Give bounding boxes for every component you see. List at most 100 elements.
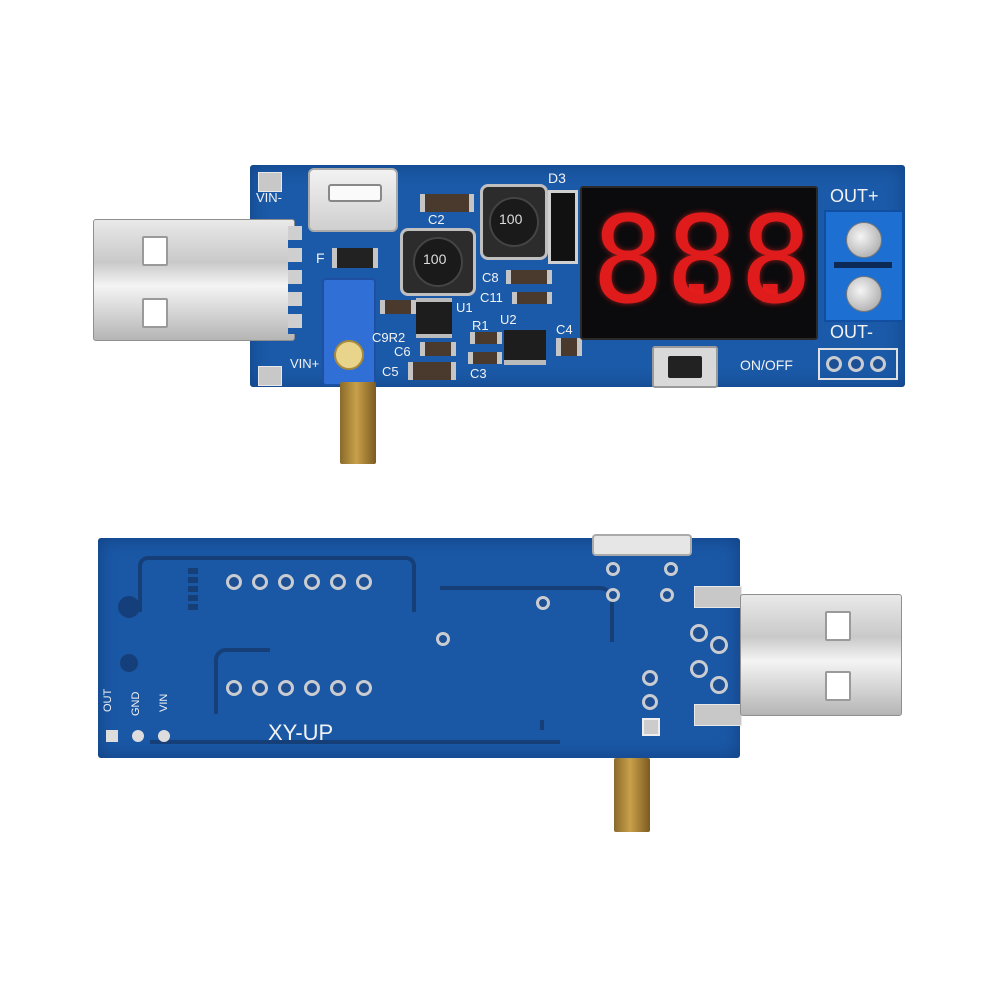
vin-minus-label: VIN-	[256, 190, 282, 205]
d3-label: D3	[548, 170, 566, 186]
header-pin	[870, 356, 886, 372]
pcb-trace	[138, 556, 416, 612]
output-terminal	[824, 210, 904, 322]
pcb-trace	[376, 720, 544, 730]
pin-via	[226, 680, 242, 696]
display-digit: 8.	[666, 192, 806, 331]
micro-usb-slot	[328, 184, 382, 202]
capacitor-c2	[420, 194, 474, 212]
pin-via	[664, 562, 678, 576]
resistor-r1	[470, 332, 502, 344]
regulator-u2	[504, 330, 546, 365]
pin-via	[304, 680, 320, 696]
mount-pad	[258, 172, 282, 192]
solder-blob	[120, 654, 138, 672]
pcb-trace	[440, 586, 614, 642]
pcb-trace	[150, 740, 560, 752]
header-pin	[826, 356, 842, 372]
usb-shield-pad	[694, 586, 742, 608]
bottom-board	[98, 538, 740, 758]
pin-via	[252, 680, 268, 696]
gnd-label: GND	[130, 691, 142, 716]
usb-hole	[825, 611, 851, 641]
u1-label: U1	[456, 300, 473, 315]
capacitor-c8	[506, 270, 552, 284]
mount-pad	[258, 366, 282, 386]
pin-via	[278, 680, 294, 696]
inductor-left: 100	[400, 228, 476, 296]
pin-via	[642, 670, 658, 686]
usb-pins	[288, 226, 302, 334]
usb-hole	[142, 298, 168, 328]
seven-segment-display: 8. 8. 8.	[580, 186, 880, 340]
pin-via	[252, 574, 268, 590]
potentiometer[interactable]	[322, 278, 376, 386]
usb-pin-via	[690, 624, 708, 642]
trace-column	[188, 568, 198, 610]
on-off-label: ON/OFF	[740, 357, 793, 373]
top-usb-plug	[93, 219, 295, 341]
capacitor-c6	[420, 342, 456, 356]
usb-shield-pad	[694, 704, 742, 726]
pin-via	[660, 588, 674, 602]
pin-via	[642, 694, 658, 710]
fuse-label: F	[316, 250, 325, 266]
inductor-right: 100	[480, 184, 548, 260]
resistor-c9r2	[380, 300, 416, 314]
terminal-screw[interactable]	[846, 276, 882, 312]
capacitor-c5	[408, 362, 456, 380]
solder-blob	[118, 596, 140, 618]
pin-via	[536, 596, 550, 610]
pin-via	[356, 680, 372, 696]
micro-usb-port[interactable]	[308, 168, 398, 232]
out-pad	[106, 730, 118, 742]
usb-hole	[825, 671, 851, 701]
pot-shaft-bottom[interactable]	[614, 758, 650, 832]
vin-plus-label: VIN+	[290, 356, 320, 371]
usb-pin-via	[690, 660, 708, 678]
micro-usb-port-bottom[interactable]	[592, 534, 692, 556]
c9r2-label: C9R2	[372, 330, 406, 345]
terminal-divider	[834, 262, 892, 268]
pin-via	[278, 574, 294, 590]
fuse-component	[332, 248, 378, 268]
pin-via	[606, 562, 620, 576]
pin-via	[304, 574, 320, 590]
pin-via	[356, 574, 372, 590]
on-off-button[interactable]	[652, 346, 718, 388]
gnd-pad	[132, 730, 144, 742]
button-cap	[668, 356, 702, 378]
usb-pin-via	[710, 636, 728, 654]
u2-label: U2	[500, 312, 517, 327]
pin-via	[436, 632, 450, 646]
inductor-core	[489, 197, 539, 247]
capacitor-c3	[468, 352, 502, 364]
vin-pad	[158, 730, 170, 742]
out-minus-label: OUT-	[830, 322, 873, 342]
c5-label: C5	[382, 364, 399, 379]
pin-via	[606, 588, 620, 602]
display-digit: 8.	[592, 192, 732, 331]
model-label: XY-UP	[268, 720, 334, 745]
pot-shaft[interactable]	[340, 382, 376, 464]
diode-d3	[548, 190, 578, 264]
pin-via	[226, 574, 242, 590]
capacitor-c4	[556, 338, 582, 356]
r1-label: R1	[472, 318, 489, 333]
vin-label: VIN	[158, 693, 170, 712]
ic-u1	[416, 298, 452, 338]
c4-label: C4	[556, 322, 573, 337]
output-pin-header	[818, 348, 898, 380]
header-pin	[848, 356, 864, 372]
inductor-core	[413, 237, 463, 287]
c2-label: C2	[428, 212, 445, 227]
terminal-screw[interactable]	[846, 222, 882, 258]
out-label: OUT	[102, 688, 114, 712]
square-pad	[642, 718, 660, 736]
bottom-usb-plug	[740, 594, 902, 716]
inductor-right-label: 100	[499, 211, 523, 227]
capacitor-c11	[512, 292, 552, 304]
pot-screw	[334, 340, 364, 370]
inductor-left-label: 100	[423, 251, 447, 267]
usb-hole	[142, 236, 168, 266]
